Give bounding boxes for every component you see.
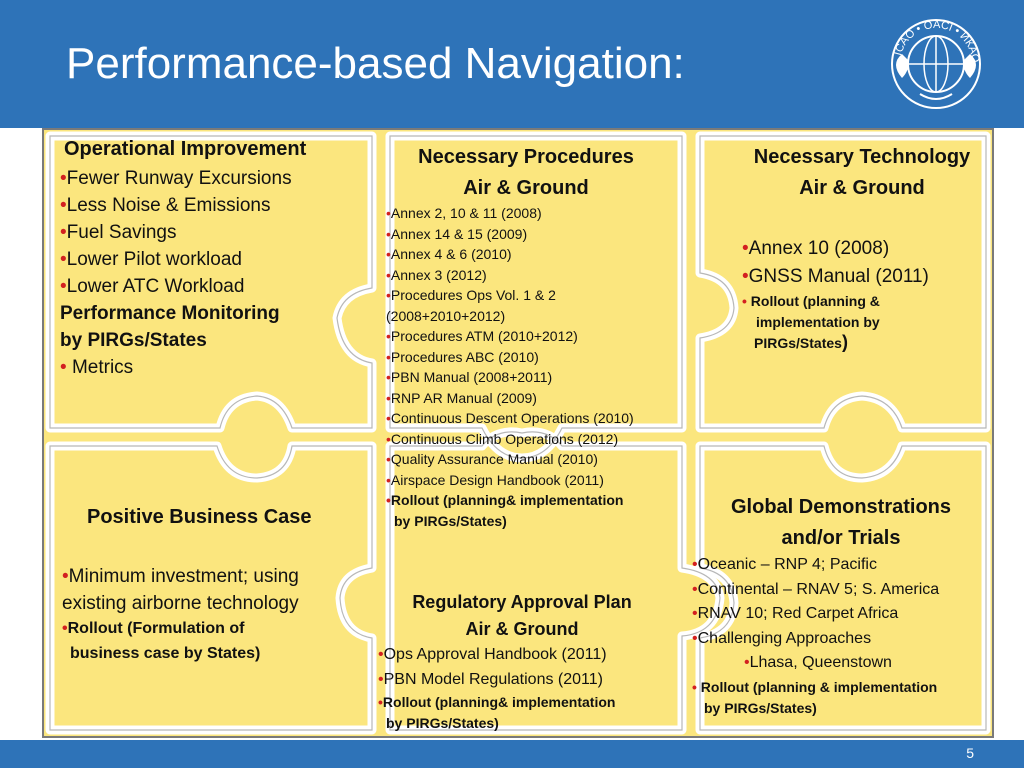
regulatory-list: •Ops Approval Handbook (2011) •PBN Model… (378, 643, 615, 733)
list-item: •Procedures ABC (2010) (386, 347, 634, 368)
procedures-list: •Annex 2, 10 & 11 (2008) •Annex 14 & 15 … (386, 203, 634, 531)
footer-bar: 5 (0, 740, 1024, 768)
list-item: •Procedures ATM (2010+2012) (386, 326, 634, 347)
list-item: •Airspace Design Handbook (2011) (386, 470, 634, 491)
list-item: •RNAV 10; Red Carpet Africa (692, 602, 939, 627)
list-item: •Fewer Runway Excursions (60, 165, 292, 192)
monitoring-line: Performance Monitoring (60, 300, 292, 327)
global-list: •Oceanic – RNP 4; Pacific •Continental –… (692, 553, 939, 718)
list-item: •Continental – RNAV 5; S. America (692, 578, 939, 603)
list-item: •PBN Manual (2008+2011) (386, 367, 634, 388)
list-item: •Procedures Ops Vol. 1 & 2 (386, 285, 634, 306)
list-item: •GNSS Manual (2011) (742, 263, 929, 291)
list-item: •Minimum investment; using (62, 563, 299, 590)
rollout-item: •Rollout (planning& implementation (378, 692, 615, 713)
list-item: •Oceanic – RNP 4; Pacific (692, 553, 939, 578)
rollout-item: business case by States) (62, 642, 299, 667)
page-number: 5 (966, 745, 974, 761)
list-item: •Less Noise & Emissions (60, 192, 292, 219)
rollout-item: •Rollout (planning& implementation (386, 490, 634, 511)
list-item: •Annex 14 & 15 (2009) (386, 224, 634, 245)
operational-list: •Fewer Runway Excursions •Less Noise & E… (60, 165, 292, 381)
slide-title: Performance-based Navigation: (66, 36, 685, 92)
list-item: •Quality Assurance Manual (2010) (386, 449, 634, 470)
procedures-heading: Necessary Procedures Air & Ground (388, 142, 664, 204)
monitoring-line: by PIRGs/States (60, 327, 292, 354)
list-item: •Lower Pilot workload (60, 246, 292, 273)
list-item: •Ops Approval Handbook (2011) (378, 643, 615, 668)
list-item: •Lower ATC Workload (60, 273, 292, 300)
rollout-item: • Rollout (planning & implementation (692, 676, 939, 698)
rollout-item: implementation by (742, 312, 929, 333)
list-item: •PBN Model Regulations (2011) (378, 668, 615, 693)
rollout-item: PIRGs/States) (742, 332, 929, 354)
list-item: • Metrics (60, 354, 292, 381)
rollout-item: by PIRGs/States) (386, 511, 634, 532)
list-item: •Annex 4 & 6 (2010) (386, 244, 634, 265)
list-item: •Lhasa, Queenstown (692, 651, 939, 676)
business-list: •Minimum investment; using existing airb… (62, 563, 299, 666)
list-item: (2008+2010+2012) (386, 306, 634, 327)
rollout-item: by PIRGs/States) (692, 698, 939, 718)
regulatory-heading: Regulatory Approval Plan Air & Ground (384, 589, 660, 643)
rollout-item: • Rollout (planning & (742, 291, 929, 312)
rollout-item: •Rollout (Formulation of (62, 617, 299, 642)
technology-heading: Necessary Technology Air & Ground (730, 142, 994, 204)
list-item: •RNP AR Manual (2009) (386, 388, 634, 409)
rollout-item: by PIRGs/States) (378, 713, 615, 734)
icao-emblem-icon: ICAO • OACI • ИКАО (880, 8, 992, 120)
list-item: •Annex 10 (2008) (742, 235, 929, 263)
global-heading: Global Demonstrations and/or Trials (700, 492, 982, 554)
list-item: •Continuous Climb Operations (2012) (386, 429, 634, 450)
list-item: •Fuel Savings (60, 219, 292, 246)
list-item: •Annex 3 (2012) (386, 265, 634, 286)
list-item: •Challenging Approaches (692, 627, 939, 652)
list-item: •Continuous Descent Operations (2010) (386, 408, 634, 429)
technology-list: •Annex 10 (2008) •GNSS Manual (2011) • R… (742, 235, 929, 354)
business-heading: Positive Business Case (87, 502, 312, 533)
list-item: existing airborne technology (62, 590, 299, 617)
title-bar: Performance-based Navigation: ICAO • OAC… (0, 0, 1024, 128)
operational-heading: Operational Improvement (64, 134, 306, 165)
list-item: •Annex 2, 10 & 11 (2008) (386, 203, 634, 224)
